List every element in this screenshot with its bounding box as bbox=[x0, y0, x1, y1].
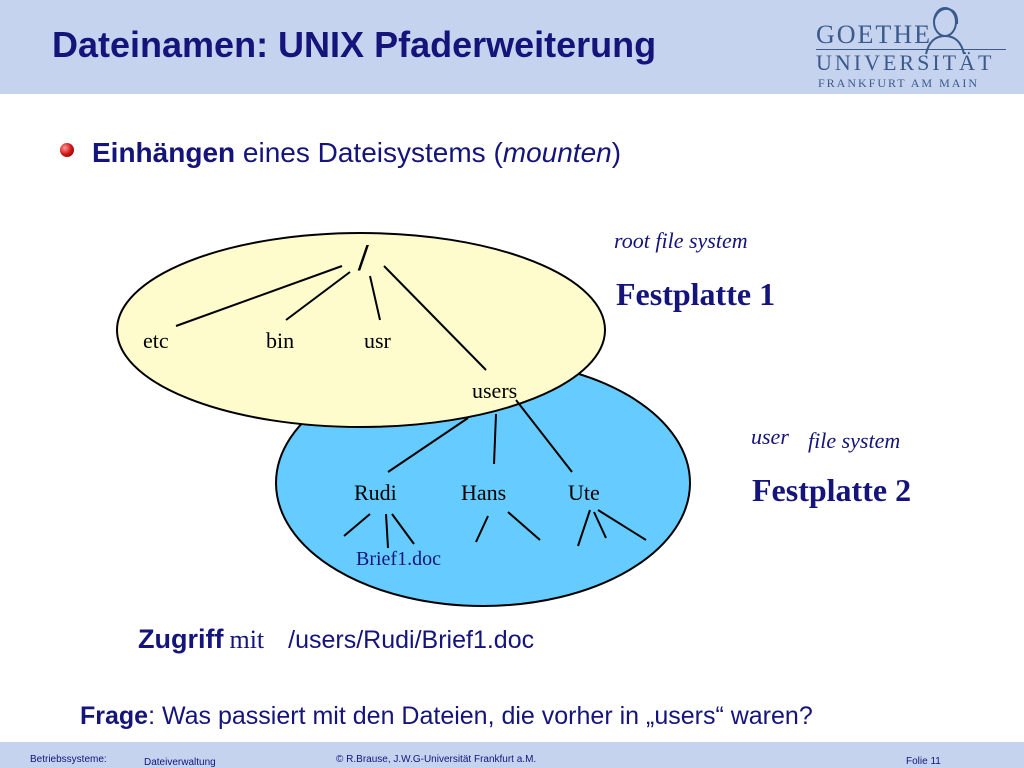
question-bold: Frage bbox=[80, 702, 149, 730]
logo-line-goethe: GOETHE bbox=[816, 20, 932, 49]
slide-title: Dateinamen: UNIX Pfaderweiterung bbox=[52, 24, 657, 65]
dir-etc: etc bbox=[143, 328, 169, 353]
footer-copyright: © R.Brause, J.W.G-Universität Frankfurt … bbox=[336, 754, 537, 765]
disk2-label: Festplatte 2 bbox=[752, 472, 912, 508]
footer-bar: Betriebssysteme: Dateiverwaltung © R.Bra… bbox=[0, 742, 1024, 768]
footer-topic: Dateiverwaltung bbox=[144, 757, 216, 768]
root-filesystem-label: root file system bbox=[614, 228, 748, 253]
access-bold: Zugriff bbox=[138, 624, 224, 654]
logo-divider bbox=[816, 49, 1006, 50]
user-filesystem-label-b: file system bbox=[808, 428, 901, 453]
user-filesystem-label-a: user bbox=[751, 424, 789, 449]
question-line: Frage: Was passiert mit den Dateien, die… bbox=[80, 702, 813, 731]
dir-ute: Ute bbox=[568, 480, 600, 505]
access-mid: mit bbox=[229, 625, 265, 654]
bullet-text-part1: eines Dateisystems ( bbox=[235, 137, 503, 168]
bullet-text-part2: ) bbox=[611, 137, 622, 168]
footer-course: Betriebssysteme: bbox=[30, 754, 107, 765]
logo-line-universitaet: UNIVERSITÄT bbox=[816, 50, 995, 75]
bullet-icon bbox=[60, 143, 74, 157]
footer-slide-number: Folie 11 bbox=[906, 756, 941, 767]
bullet-italic: mounten bbox=[502, 137, 612, 168]
file-brief1: Brief1.doc bbox=[356, 548, 441, 570]
logo-line-city: FRANKFURT AM MAIN bbox=[818, 76, 980, 90]
dir-usr: usr bbox=[364, 328, 392, 353]
tree-edges bbox=[175, 265, 647, 549]
header-bar: Dateinamen: UNIX Pfaderweiterung GOETHE … bbox=[0, 0, 1024, 94]
disk1-label: Festplatte 1 bbox=[616, 276, 776, 312]
root-filesystem-ellipse bbox=[116, 232, 606, 428]
bullet-point: Einhängen eines Dateisystems (mounten) bbox=[92, 137, 621, 169]
dir-users: users bbox=[472, 378, 517, 403]
question-text: : Was passiert mit den Dateien, die vorh… bbox=[148, 702, 813, 730]
dir-hans: Hans bbox=[461, 480, 506, 505]
dir-bin: bin bbox=[266, 328, 294, 353]
goethe-portrait-icon bbox=[925, 7, 965, 55]
access-path: /users/Rudi/Brief1.doc bbox=[288, 626, 535, 654]
root-slash: / bbox=[357, 237, 369, 279]
bullet-bold: Einhängen bbox=[92, 137, 236, 168]
dir-rudi: Rudi bbox=[354, 480, 397, 505]
university-logo: GOETHE UNIVERSITÄT FRANKFURT AM MAIN bbox=[812, 4, 1018, 90]
